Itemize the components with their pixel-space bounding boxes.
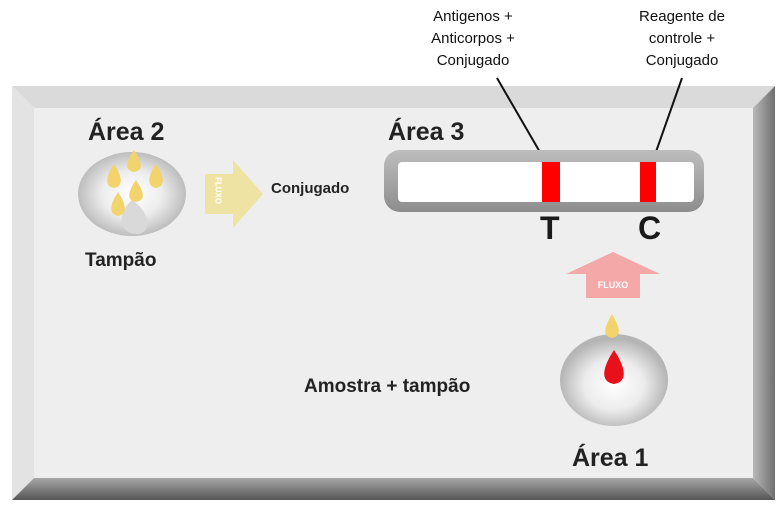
flow-label-horizontal: FLUXO — [213, 176, 223, 205]
area1-caption: Amostra + tampão — [304, 376, 471, 397]
buffer-well — [78, 150, 186, 236]
area2-caption: Tampão — [85, 250, 157, 271]
control-line — [640, 162, 656, 202]
control-line-callout: Reagente de controle + Conjugado — [612, 6, 752, 72]
conjugate-label: Conjugado — [271, 180, 350, 197]
callout-text-line: Conjugado — [645, 52, 719, 69]
callout-text-line: controle + — [648, 30, 716, 47]
buffer-drop-icon — [605, 314, 619, 338]
test-line-callout: Antigenos + Anticorpos + Conjugado — [408, 6, 538, 72]
control-line-letter: C — [638, 210, 662, 246]
buffer-drops-icon — [107, 150, 163, 216]
test-line — [542, 162, 560, 202]
area2-title: Área 2 — [88, 118, 165, 146]
callout-text-line: Anticorpos + — [431, 30, 515, 47]
callout-text-line: Reagente de — [639, 8, 725, 25]
callout-text-line: Conjugado — [436, 52, 510, 69]
sample-well — [560, 314, 668, 426]
area3-title: Área 3 — [388, 118, 465, 146]
flow-arrow-horizontal-icon — [205, 160, 263, 228]
callout-text-line: Antigenos + — [433, 8, 513, 25]
flow-arrow-up-icon — [566, 252, 660, 298]
test-line-letter: T — [540, 210, 560, 246]
reaction-strip-window — [384, 150, 704, 212]
blood-drop-icon — [604, 350, 624, 384]
area1-title: Área 1 — [572, 444, 649, 472]
flow-label-up: FLUXO — [597, 280, 629, 290]
